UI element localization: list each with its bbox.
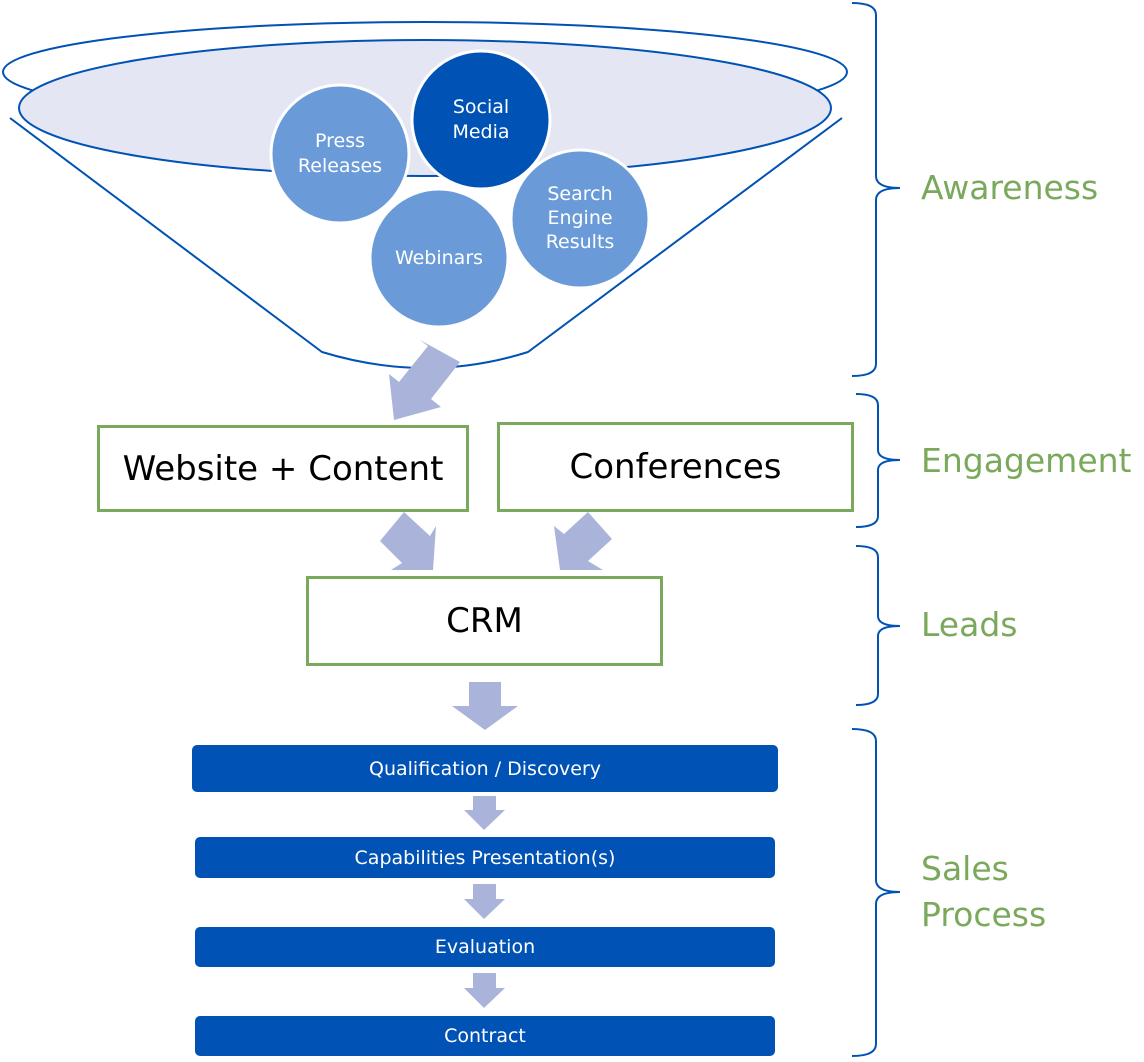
arrow-website-to-crm-icon: [380, 512, 436, 570]
channel-label-line: Social: [453, 96, 509, 118]
sales-step-evaluation: Evaluation: [195, 927, 775, 967]
channel-label-line: Search: [547, 183, 612, 205]
arrow-step-2-icon: [464, 884, 505, 919]
sales-step-label: Capabilities Presentation(s): [354, 846, 616, 869]
arrow-crm-to-qualification-icon: [452, 682, 518, 730]
conferences-label: Conferences: [569, 447, 782, 487]
channel-circle: [410, 49, 552, 191]
channel-social-media: Social Media: [410, 49, 552, 191]
channel-search-engine-results: Search Engine Results: [509, 148, 651, 290]
channel-webinars: Webinars: [368, 187, 510, 329]
stage-label-engagement: Engagement: [921, 441, 1132, 480]
channel-circle: [269, 83, 411, 225]
stage-label-sales-process: Sales Process: [921, 846, 1046, 937]
arrow-step-3-icon: [464, 973, 505, 1008]
channel-circle: [368, 187, 510, 329]
arrow-funnel-to-website-icon: [389, 340, 460, 420]
channel-label-line: Engine: [547, 207, 612, 229]
crm-label: CRM: [446, 601, 523, 641]
sales-step-capabilities: Capabilities Presentation(s): [195, 837, 775, 878]
stage-label-awareness: Awareness: [921, 168, 1099, 207]
conferences-box: Conferences: [497, 422, 854, 512]
leads-brace: [855, 545, 901, 706]
sales-step-label: Qualification / Discovery: [369, 757, 601, 780]
sales-step-label: Evaluation: [434, 936, 536, 958]
website-content-label: Website + Content: [122, 448, 444, 489]
arrow-step-1-icon: [464, 796, 505, 830]
arrow-conferences-to-crm-icon: [554, 512, 612, 570]
channel-press-releases: Press Releases: [269, 83, 411, 225]
channel-label-line: Results: [546, 231, 615, 253]
channel-label-line: Webinars: [395, 247, 483, 269]
channel-label-line: Press: [315, 130, 365, 152]
sales-step-qualification: Qualification / Discovery: [192, 745, 778, 792]
sales-step-contract: Contract: [195, 1016, 775, 1056]
channel-circle: [509, 148, 651, 290]
website-content-box: Website + Content: [97, 425, 469, 512]
sales-process-brace: [851, 728, 901, 1057]
stage-label-leads: Leads: [921, 605, 1018, 644]
stage-label-sales-line: Sales: [921, 849, 1009, 888]
crm-box: CRM: [306, 576, 663, 666]
engagement-brace: [855, 393, 901, 528]
sales-step-label: Contract: [444, 1025, 526, 1047]
channel-label-line: Media: [452, 121, 509, 143]
awareness-brace: [851, 2, 901, 377]
channel-label-line: Releases: [298, 155, 382, 177]
stage-label-sales-line: Process: [921, 894, 1047, 934]
